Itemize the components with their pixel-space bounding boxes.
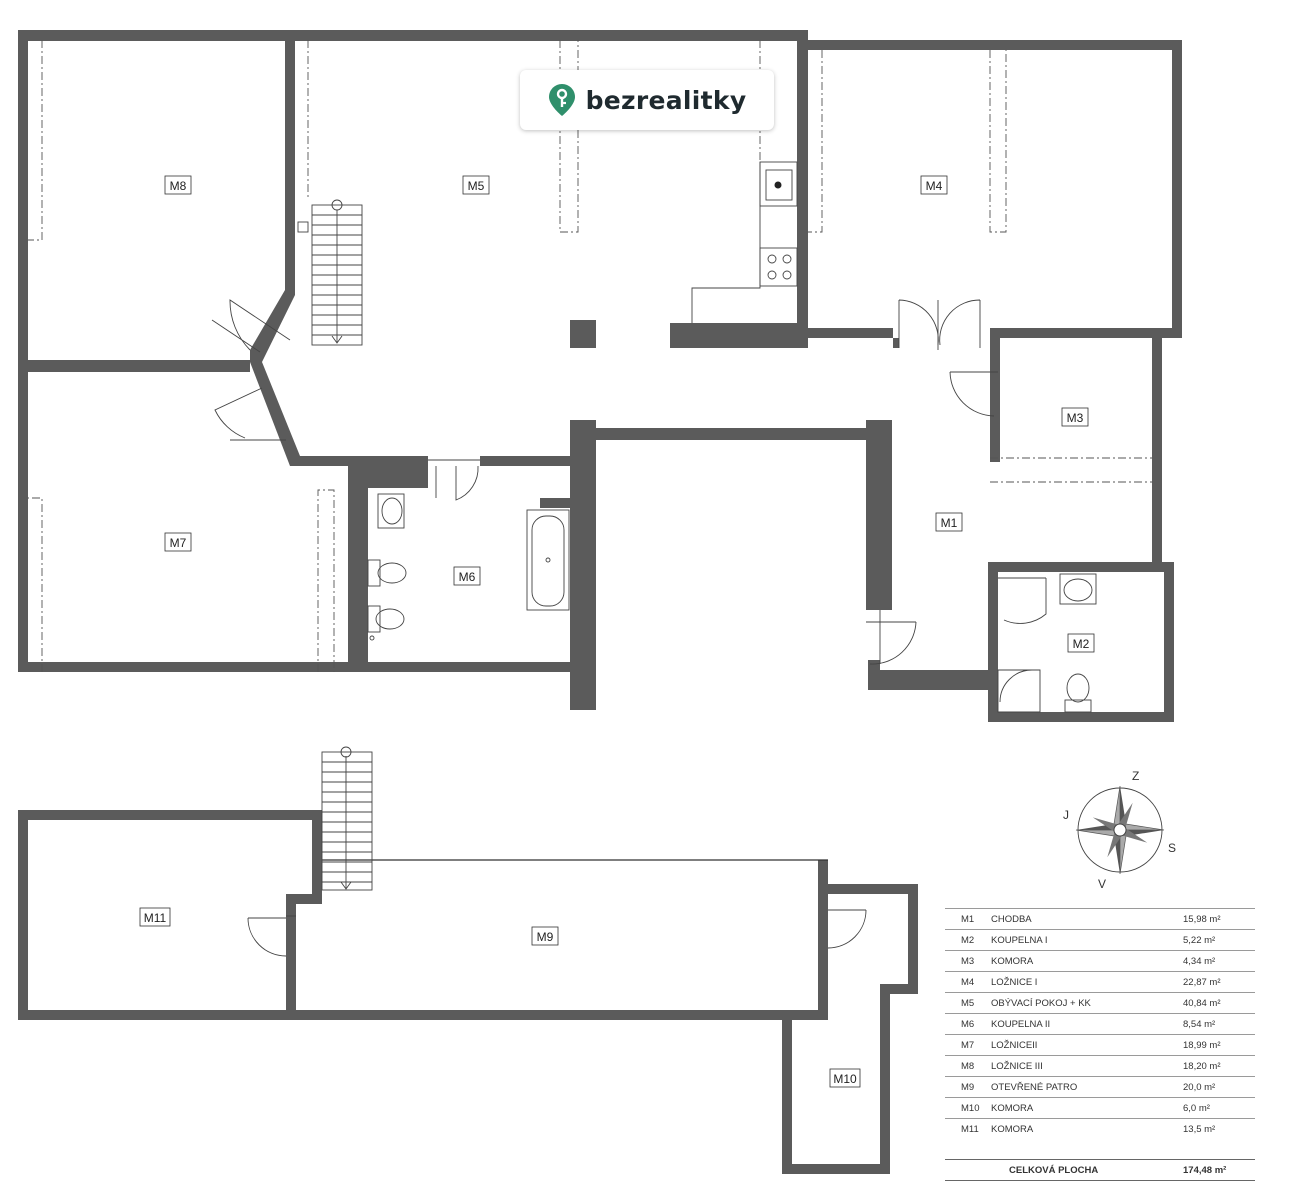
compass: Z S V J bbox=[1063, 769, 1176, 891]
room-label-m5: M5 bbox=[462, 175, 490, 195]
room-label-m1: M1 bbox=[935, 512, 963, 532]
room-label-m9: M9 bbox=[531, 926, 559, 946]
compass-north: Z bbox=[1132, 769, 1139, 783]
total-area: 174,48 m² bbox=[1183, 1164, 1227, 1176]
room-label-m6: M6 bbox=[453, 566, 481, 586]
svg-text:M8: M8 bbox=[170, 179, 187, 193]
svg-text:M11: M11 bbox=[144, 911, 167, 925]
svg-text:M6: M6 bbox=[459, 570, 476, 584]
room-label-m10: M10 bbox=[829, 1068, 861, 1088]
svg-text:M9: M9 bbox=[537, 930, 554, 944]
svg-text:M7: M7 bbox=[170, 536, 187, 550]
walls-upper bbox=[18, 30, 1182, 722]
room-label-m3: M3 bbox=[1061, 407, 1089, 427]
compass-east: S bbox=[1168, 841, 1176, 855]
doors-upper bbox=[211, 299, 1047, 665]
room-label-m11: M11 bbox=[139, 907, 171, 927]
svg-text:M5: M5 bbox=[468, 179, 485, 193]
location-key-icon bbox=[548, 84, 575, 116]
room-label-m8: M8 bbox=[164, 175, 192, 195]
total-label: CELKOVÁ PLOCHA bbox=[1009, 1164, 1099, 1176]
svg-text:M1: M1 bbox=[941, 516, 958, 530]
room-label-m2: M2 bbox=[1067, 633, 1095, 653]
room-labels: M1 M2 M3 M4 M5 M6 M7 M8 M9 M10 M11 bbox=[139, 175, 1095, 1088]
svg-text:M2: M2 bbox=[1073, 637, 1090, 651]
roof-lines-upper bbox=[28, 40, 1152, 672]
legend-total-row: CELKOVÁ PLOCHA 174,48 m² bbox=[945, 1159, 1255, 1181]
room-label-m4: M4 bbox=[920, 175, 948, 195]
compass-south: V bbox=[1098, 877, 1106, 891]
compass-west: J bbox=[1063, 808, 1069, 822]
room-label-m7: M7 bbox=[164, 532, 192, 552]
brand-name: bezrealitky bbox=[585, 85, 747, 115]
walls-lower bbox=[18, 810, 918, 1174]
fixtures-lower bbox=[247, 746, 867, 957]
svg-text:M3: M3 bbox=[1067, 411, 1084, 425]
brand-logo: bezrealitky bbox=[520, 70, 774, 130]
fixtures-upper bbox=[297, 161, 1097, 713]
svg-text:M4: M4 bbox=[926, 179, 943, 193]
svg-text:M10: M10 bbox=[833, 1072, 857, 1086]
